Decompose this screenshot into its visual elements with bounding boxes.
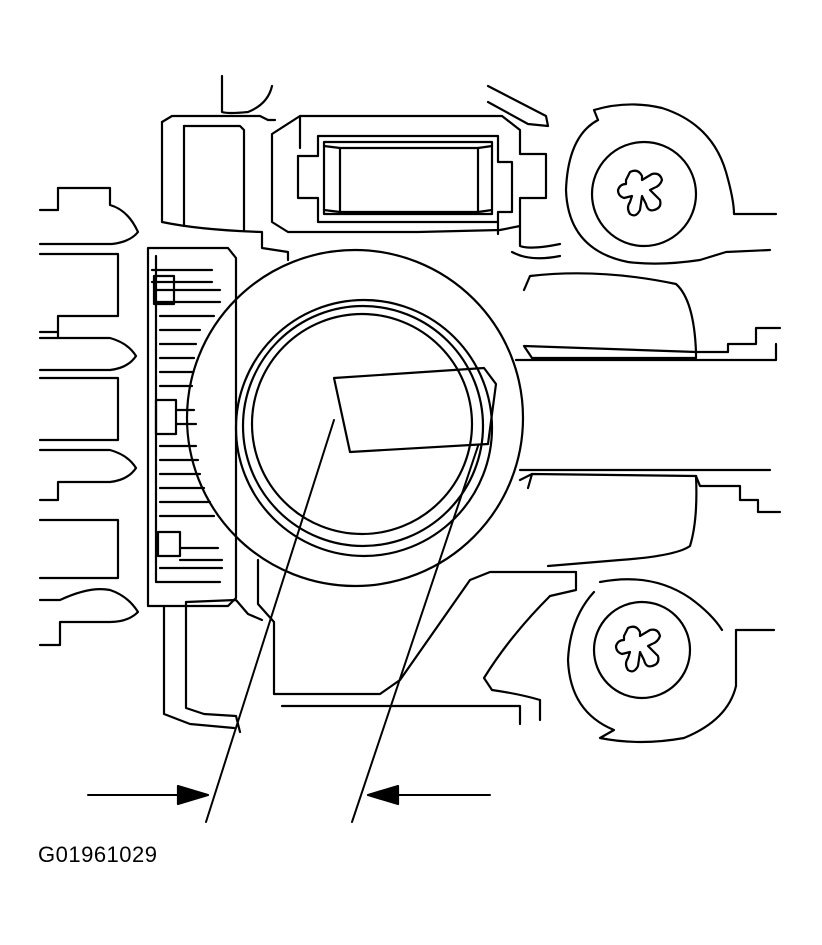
left-terminal-comb [40, 188, 138, 645]
arrow-left-icon [368, 786, 490, 804]
upper-housing [162, 76, 560, 260]
right-leader-line [352, 446, 478, 822]
measurement-leaders [206, 420, 478, 822]
phillips-screw-icon [616, 627, 660, 672]
upper-screw-boss [566, 104, 776, 263]
figure-id-label: G01961029 [38, 842, 158, 867]
arrow-right-icon [88, 786, 208, 804]
lower-screw-boss [568, 579, 774, 742]
phillips-screw-icon [618, 171, 662, 216]
lower-housing [164, 560, 576, 732]
contact-strip [148, 248, 236, 606]
left-leader-line [206, 420, 334, 822]
right-yoke [516, 273, 780, 566]
pointer-blade [334, 368, 496, 452]
central-rotor [187, 250, 523, 586]
